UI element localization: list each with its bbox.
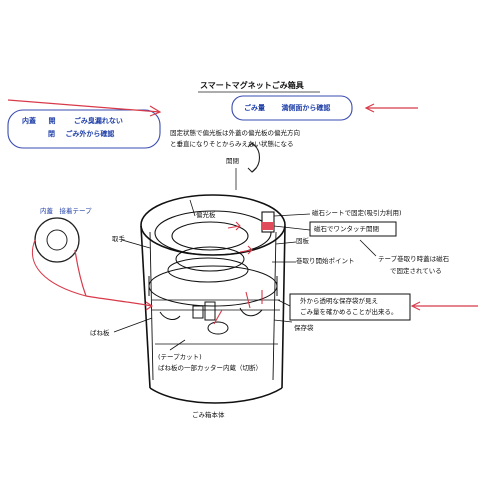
- callout-right-side-check: 満側面から確認: [281, 104, 331, 112]
- note-polarizer-line1: 固定状態で偏光板は外蓋の偏光板の偏光方向: [170, 129, 300, 137]
- label-polarizer: 偏光板: [196, 211, 216, 219]
- callout-left-open: 開: [48, 117, 56, 125]
- label-tape-cut: (テープカット): [158, 353, 202, 361]
- label-handle: 取手: [112, 235, 125, 243]
- bin-right-side: [281, 225, 286, 389]
- note-polarizer-line2: と垂直になりそとからみえない状態になる: [170, 140, 294, 148]
- label-bin-body: ごみ箱本体: [192, 411, 225, 419]
- callout-right-amount: ごみ量: [244, 104, 265, 112]
- callout-left-no-smell: ごみ臭漏れない: [73, 117, 123, 125]
- tape-roll-tail: [74, 249, 87, 297]
- visible-bag-box: [289, 293, 411, 321]
- callout-left-box: [7, 109, 161, 149]
- label-tape-note-1: テープ巻取り時蓋は磁石: [378, 255, 450, 263]
- slot-1: [192, 305, 204, 319]
- callout-left-inner-lid: 内蓋: [22, 117, 36, 125]
- red-arrow-left-top: [7, 99, 161, 113]
- tape-roll-inner: [46, 229, 68, 251]
- tape-roll-outer: [34, 217, 80, 263]
- callout-left-line2: 閉 ごみ外から確認: [48, 131, 114, 138]
- label-magnet-sheet: 磁石シートで固定(吸引力利用): [312, 209, 402, 217]
- label-magnet-one-touch: 磁石でワンタッチ開閉: [314, 225, 379, 233]
- callout-right-box: [231, 95, 353, 121]
- bin-left-side: [140, 225, 151, 389]
- label-visible-line1: 外から透明な保存袋が見え: [300, 297, 378, 305]
- callout-left-line1: 内蓋 開 ごみ臭漏れない: [22, 118, 123, 125]
- label-visible-line2: ごみ量を確かめることが出来る。: [300, 308, 398, 316]
- callout-right-text: ごみ量 満側面から確認: [244, 105, 330, 112]
- label-cutter: ばね板の一部カッター内蔵（切断）: [158, 364, 262, 372]
- tape-path-red: [85, 295, 153, 307]
- callout-left-close: 閉: [48, 130, 55, 138]
- slot-2: [204, 301, 216, 321]
- magnet-box: [309, 221, 397, 237]
- polarizer-disc: [171, 221, 249, 251]
- label-storage-bag: 保存袋: [294, 324, 314, 332]
- diagram-title: スマートマグネットごみ箱具: [200, 81, 304, 90]
- label-plate: 固板: [296, 237, 309, 245]
- callout-left-check-outside: ごみ外から確認: [65, 130, 115, 138]
- label-winding-start: 巻取り開始ポイント: [296, 257, 355, 265]
- label-tape-note-2: で固定されている: [390, 267, 442, 275]
- bin-bottom: [149, 387, 283, 404]
- label-open-close: 開閉: [226, 157, 239, 165]
- label-inner-tape: 内蓋 接着テープ: [40, 207, 92, 215]
- label-spring-plate: ばね板: [90, 329, 110, 337]
